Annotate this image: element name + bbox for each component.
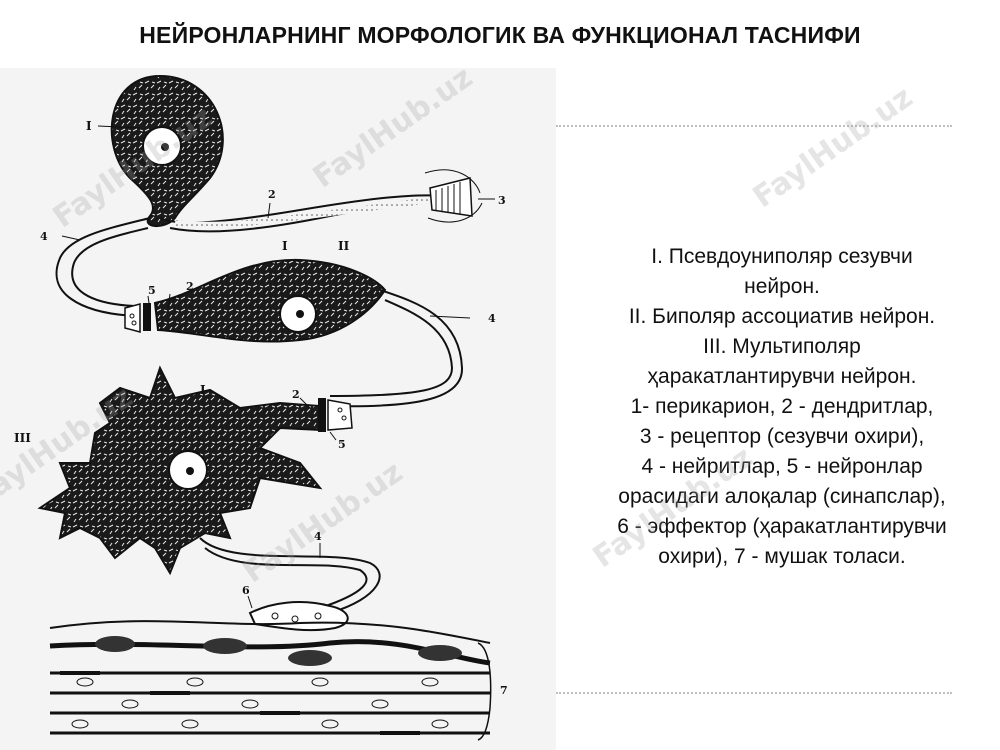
description-line: 3 - рецептор (сезувчи охири), xyxy=(639,425,925,448)
description-line: орасидаги алоқалар (синапслар), xyxy=(618,485,946,508)
label-neuron3-i: I xyxy=(200,383,206,397)
watermark: FaylHub.uz xyxy=(746,79,920,216)
description-line: охири), 7 - мушак толаси. xyxy=(658,545,906,568)
divider-top xyxy=(556,125,952,127)
label-neuron3-roman: III xyxy=(14,431,31,445)
label-4-right: 4 xyxy=(488,312,496,325)
description-line: 4 - нейритлар, 5 - нейронлар xyxy=(641,455,923,478)
description-line: 6 - эффектор (ҳаракатлантирувчи xyxy=(617,515,947,538)
muscle-fiber xyxy=(49,601,492,741)
label-5-left: 5 xyxy=(148,284,156,297)
divider-bottom xyxy=(556,692,952,694)
label-3: 3 xyxy=(498,194,506,207)
multipolar-neuron xyxy=(37,365,381,614)
label-2-mid: 2 xyxy=(186,280,194,293)
label-neuron2-i: I xyxy=(282,239,288,253)
label-7: 7 xyxy=(500,684,508,697)
description-line: нейрон. xyxy=(744,275,820,298)
label-2-lower: 2 xyxy=(292,388,300,401)
label-6: 6 xyxy=(242,584,250,597)
description-line: II. Биполяр ассоциатив нейрон. xyxy=(628,305,936,328)
description-line: 1- перикарион, 2 - дендритлар, xyxy=(630,395,934,418)
description-line: III. Мультиполяр xyxy=(703,335,861,358)
bipolar-neuron xyxy=(124,258,464,408)
description-line: ҳаракатлантирувчи нейрон. xyxy=(647,365,917,388)
label-4-lower: 4 xyxy=(314,530,322,543)
label-2-top: 2 xyxy=(268,188,276,201)
pseudounipolar-neuron xyxy=(55,74,483,317)
label-5-right: 5 xyxy=(338,438,346,451)
neuron-figure: I 2 3 4 I II 5 2 4 I 2 5 III 4 6 7 xyxy=(0,68,556,750)
label-neuron2-ii: II xyxy=(338,239,350,253)
label-neuron1-roman: I xyxy=(86,119,92,133)
description-line: I. Псевдоуниполяр сезувчи xyxy=(651,245,913,268)
slide-title: НЕЙРОНЛАРНИНГ МОРФОЛОГИК ВА ФУНКЦИОНАЛ Т… xyxy=(139,22,861,48)
description-text: I. Псевдоуниполяр сезувчи нейрон. II. Би… xyxy=(572,242,992,572)
label-4-left: 4 xyxy=(40,230,48,243)
